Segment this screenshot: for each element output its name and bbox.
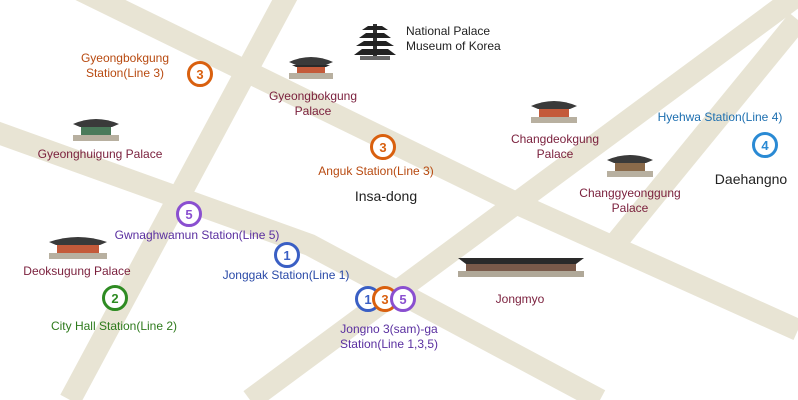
line5-badge-gwanghwamun[interactable]: 5 — [176, 201, 202, 227]
line2-badge-cityhall[interactable]: 2 — [102, 285, 128, 311]
changdeokgung-palace-icon — [531, 101, 577, 123]
road-west-diagonal — [0, 121, 606, 400]
daehangno-label: Daehangno — [714, 171, 788, 187]
line3-badge-anguk[interactable]: 3 — [370, 134, 396, 160]
road-central-diagonal — [60, 0, 298, 400]
gyeongbokgung-palace-icon — [289, 57, 333, 79]
jongno3ga-station-label[interactable]: Jongno 3(sam)-ga Station(Line 1,3,5) — [339, 322, 439, 351]
line1-badge-jonggak[interactable]: 1 — [274, 242, 300, 268]
deoksugung-palace-label: Deoksugung Palace — [23, 264, 131, 278]
museum-pagoda-icon — [354, 24, 396, 60]
line4-badge-hyehwa[interactable]: 4 — [752, 132, 778, 158]
hyehwa-station-label[interactable]: Hyehwa Station(Line 4) — [657, 110, 783, 124]
gyeonghuigung-palace-icon — [73, 119, 119, 141]
changdeokgung-palace-label: Changdeokgung Palace — [510, 132, 600, 161]
jonggak-station-label[interactable]: Jonggak Station(Line 1) — [222, 268, 350, 282]
road-east-diagonal — [243, 0, 798, 400]
line3-badge-gyeongbokgung[interactable]: 3 — [187, 61, 213, 87]
cityhall-station-label[interactable]: City Hall Station(Line 2) — [50, 319, 178, 333]
gyeongbokgung-station-label[interactable]: Gyeongbokgung Station(Line 3) — [80, 51, 170, 80]
changgyeonggung-palace-icon — [607, 155, 653, 177]
road-northeast-diagonal — [601, 13, 798, 257]
changgyeonggung-palace-label: Changgyeonggung Palace — [579, 186, 681, 215]
deoksugung-palace-icon — [49, 237, 107, 259]
line5-badge-jongno3ga[interactable]: 5 — [390, 286, 416, 312]
anguk-station-label[interactable]: Anguk Station(Line 3) — [318, 164, 434, 178]
jongmyo-shrine-icon — [458, 258, 584, 277]
gyeonghuigung-palace-label: Gyeonghuigung Palace — [37, 147, 163, 161]
insadong-label: Insa-dong — [354, 188, 418, 204]
gyeongbokgung-palace-label: Gyeongbokgung Palace — [268, 89, 358, 118]
national-museum-label: National Palace Museum of Korea — [406, 24, 501, 53]
jongmyo-label: Jongmyo — [495, 292, 545, 306]
gwanghwamun-station-label[interactable]: Gwnaghwamun Station(Line 5) — [114, 228, 280, 242]
